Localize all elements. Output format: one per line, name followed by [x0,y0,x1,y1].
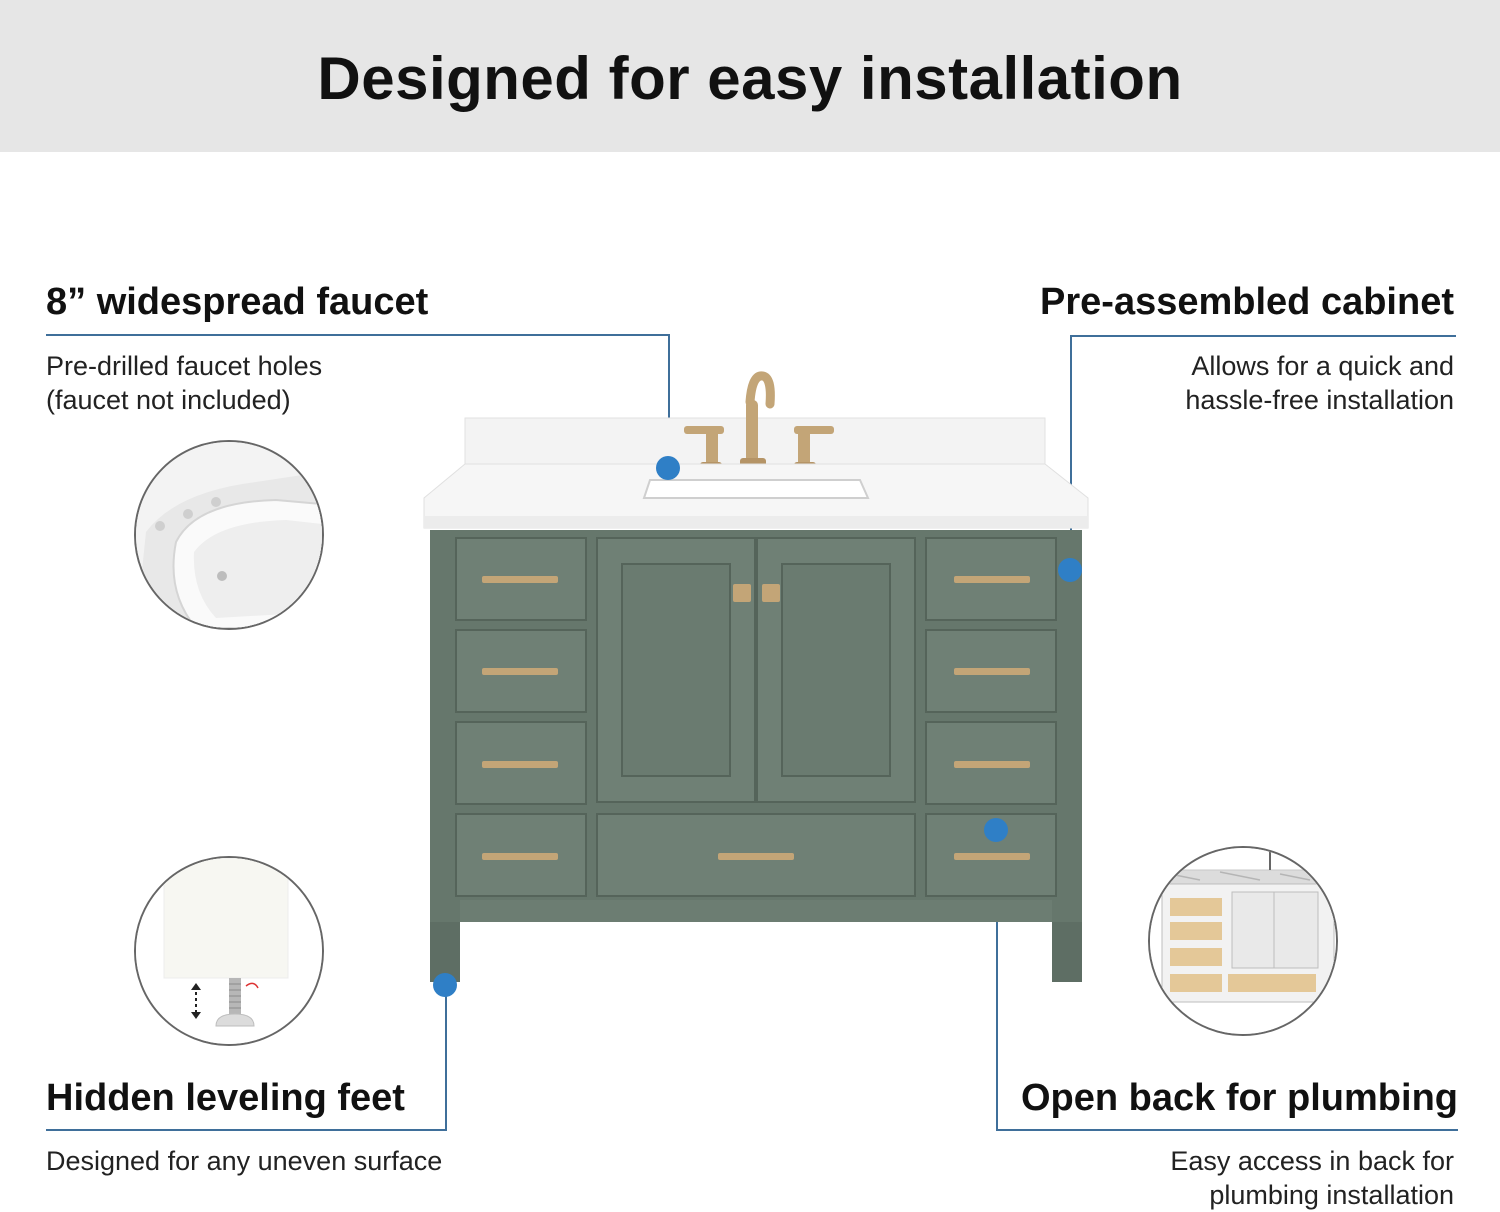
callout-line-back-horizontal [996,1129,1458,1131]
feature-back-description-line-2: plumbing installation [1209,1180,1454,1210]
feature-cabinet-description-line-1: Allows for a quick and [1191,351,1454,381]
callout-line-feet-vertical [445,985,447,1131]
faucet-illustration [684,371,834,472]
callout-line-faucet-vertical [668,334,670,468]
feature-faucet-description: Pre-drilled faucet holes (faucet not inc… [46,349,322,417]
feature-feet-description: Designed for any uneven surface [46,1144,442,1178]
feature-back-description: Easy access in back for plumbing install… [1170,1144,1454,1212]
vanity-cabinet-illustration [423,371,1089,982]
feature-feet-title: Hidden leveling feet [46,1077,405,1119]
callout-dot-back [984,818,1008,842]
header-banner: Designed for easy installation [0,0,1500,152]
feature-back-title: Open back for plumbing [1020,1077,1458,1119]
feature-cabinet-description: Allows for a quick and hassle-free insta… [1185,349,1454,417]
feature-faucet-description-line-1: Pre-drilled faucet holes [46,351,323,381]
callout-dot-feet [433,973,457,997]
feature-cabinet-description-line-2: hassle-free installation [1185,385,1454,415]
callout-line-feet-horizontal [46,1129,447,1131]
sink-holes-detail-image [134,440,324,630]
callout-dot-faucet [656,456,680,480]
page-title: Designed for easy installation [317,45,1183,112]
callout-line-cabinet-vertical [1070,335,1072,569]
feature-faucet-description-line-2: (faucet not included) [46,385,291,415]
leveling-foot-detail-image [134,856,324,1046]
feature-cabinet-title: Pre-assembled cabinet [1040,281,1454,323]
callout-line-cabinet-horizontal [1070,335,1456,337]
callout-line-faucet-horizontal [46,334,669,336]
feature-feet-description-line-1: Designed for any uneven surface [46,1146,443,1176]
feature-faucet-title: 8” widespread faucet [46,281,429,323]
open-back-detail-image [1148,846,1338,1036]
callout-line-back-vertical [996,830,998,1131]
feature-back-description-line-1: Easy access in back for [1170,1146,1454,1176]
callout-dot-cabinet [1058,558,1082,582]
